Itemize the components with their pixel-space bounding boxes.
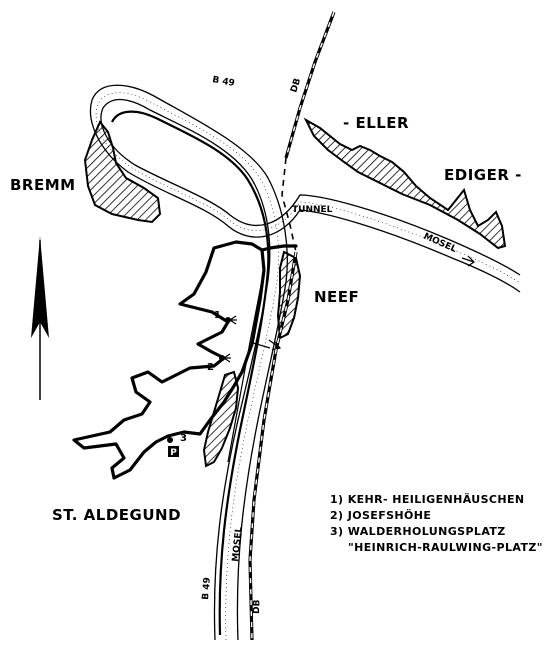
poi-marker-3[interactable]: [167, 437, 173, 443]
label-mosel-left: MOSEL: [231, 526, 245, 562]
b49-road: [111, 110, 270, 636]
legend-item-2: 2) JOSEFSHÖHE: [330, 508, 431, 522]
hiking-trail: [72, 240, 298, 480]
label-b49-bottom: B 49: [201, 577, 213, 600]
label-db-bottom: DB: [252, 599, 262, 614]
legend-item-3: 3) WALDERHOLUNGSPLATZ: [330, 525, 506, 538]
mosel-river-midline: [95, 92, 521, 641]
place-eller: - ELLER: [343, 114, 409, 132]
trail-spur-neef: [227, 269, 271, 463]
river-flow-arrow-upper: [461, 255, 475, 267]
poi-1-symbol: [229, 315, 237, 325]
parking-label: P: [170, 448, 177, 458]
legend: 1) KEHR- HEILIGENHÄUSCHEN 2) JOSEFSHÖHE …: [330, 492, 543, 554]
mosel-river-outer-bank: [100, 98, 521, 641]
db-railway-tunnel: [281, 157, 297, 253]
parking-icon: [168, 446, 179, 457]
legend-item-3-name: "HEINRICH-RAULWING-PLATZ": [348, 541, 543, 554]
town-area-ediger-eller: [303, 117, 507, 250]
poi-number-3: 3: [180, 433, 187, 444]
label-db-top: DB: [289, 77, 303, 94]
place-st-aldegund: ST. ALDEGUND: [52, 506, 181, 524]
north-arrow-icon: [31, 236, 49, 400]
place-ediger: EDIGER -: [444, 166, 522, 184]
place-bremm: BREMM: [10, 176, 76, 194]
legend-item-1: 1) KEHR- HEILIGENHÄUSCHEN: [330, 492, 525, 506]
label-tunnel: TUNNEL: [292, 205, 333, 215]
poi-number-1: 1: [214, 310, 221, 321]
db-railway-south-ties: [249, 251, 297, 641]
poi-2-symbol: [223, 353, 231, 363]
poi-number-2: 2: [207, 362, 214, 373]
label-b49-top: B 49: [211, 75, 235, 89]
place-neef: NEEF: [314, 288, 359, 306]
mosel-river-inner-bank: [89, 84, 521, 641]
db-railway-north-ties: [285, 11, 335, 159]
poi-marker-2[interactable]: [219, 355, 225, 361]
poi-marker-1[interactable]: [225, 317, 231, 323]
